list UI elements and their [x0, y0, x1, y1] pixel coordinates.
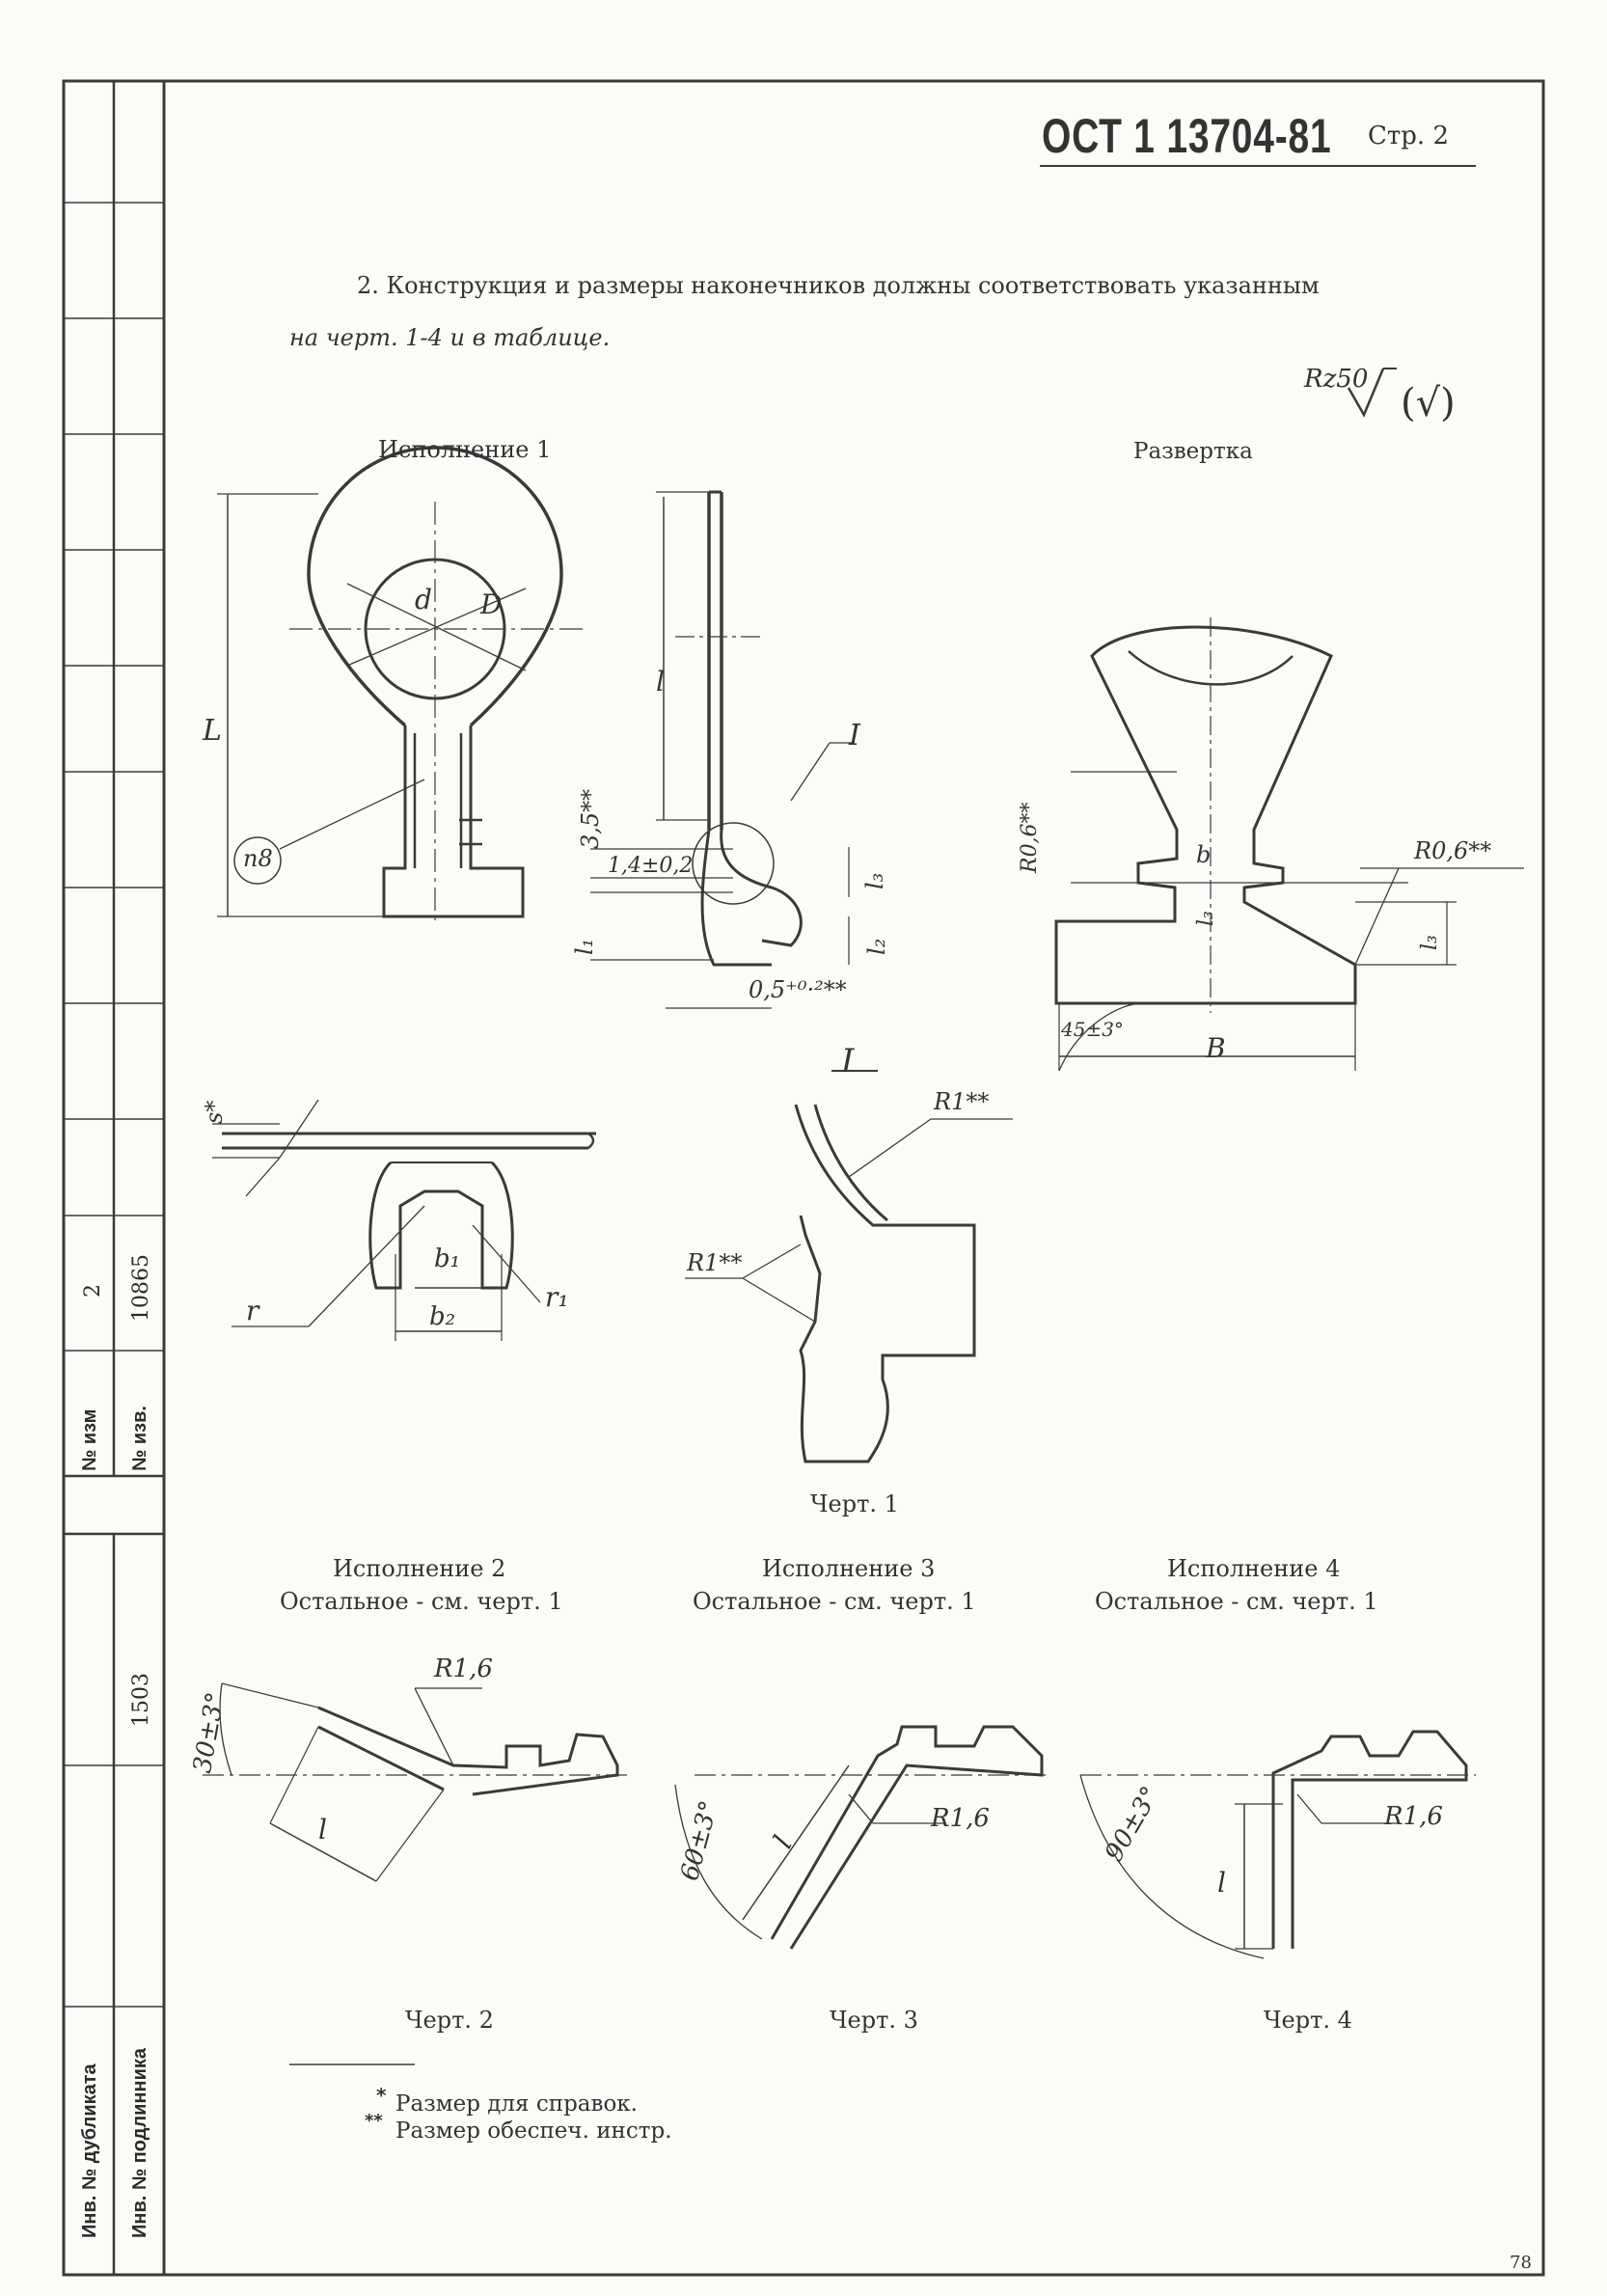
label-R06-a: R0,6** [1018, 802, 1042, 873]
dim-l: l [656, 666, 665, 697]
detail-I-title: I [841, 1042, 855, 1080]
roughness-symbol-label: Rz50 [1304, 365, 1369, 394]
angle-45: 45±3° [1061, 1018, 1124, 1041]
caption-fig2: Черт. 2 [405, 2007, 494, 2034]
caption-fig4: Черт. 4 [1264, 2007, 1352, 2034]
dim-l3-side: l₃ [861, 872, 888, 889]
stamp-dubl-label: Инв. № дубликата [79, 2064, 100, 2238]
dim-1-4: 1,4±0,2 [608, 854, 694, 878]
page-number: 78 [1510, 2253, 1532, 2273]
page-frame [62, 79, 1545, 2277]
variant-4-subtitle: Остальное - см. черт. 1 [1095, 1588, 1378, 1615]
development-view [1054, 617, 1524, 1072]
dim-b2: b₂ [429, 1302, 456, 1331]
terminal-front-view [217, 446, 588, 926]
dim-b: b [1196, 841, 1212, 868]
variant-3-subtitle: Остальное - см. черт. 1 [693, 1588, 976, 1615]
radius-fig2: R1,6 [434, 1654, 493, 1683]
stamp-izm-label: № изм [79, 1408, 100, 1471]
dim-B: B [1206, 1032, 1226, 1064]
dim-b1: b₁ [434, 1244, 461, 1273]
stamp-1503: 1503 [129, 1673, 153, 1727]
dim-D: D [480, 588, 503, 620]
detail-I-view [685, 1070, 1013, 1463]
caption-fig3: Черт. 3 [830, 2007, 918, 2034]
stamp-podl-label: Инв. № подлинника [129, 2047, 150, 2238]
dim-l-fig2: l [318, 1814, 327, 1845]
label-n8: п8 [243, 845, 273, 872]
label-R1-b: R1** [687, 1249, 743, 1276]
stamp-izv-label: № изв. [129, 1406, 150, 1471]
variant-2-subtitle: Остальное - см. черт. 1 [280, 1588, 563, 1615]
footnote-2: Размер обеспеч. инстр. [395, 2118, 672, 2144]
stamp-izv-value: 10865 [129, 1254, 153, 1322]
variant-4-view [1079, 1730, 1476, 1959]
variant-2-title: Исполнение 2 [333, 1555, 506, 1582]
dim-l1: l₁ [571, 938, 598, 955]
radius-fig4: R1,6 [1384, 1802, 1443, 1831]
dim-l-fig4: l [1217, 1867, 1226, 1899]
dim-3-5: 3,5** [577, 788, 604, 849]
dim-l3: l₃ [1194, 911, 1218, 926]
footnote-mark-1: * [376, 2084, 387, 2107]
roughness-paren: (√) [1401, 381, 1456, 425]
footnote-mark-2: ** [365, 2111, 383, 2131]
cross-section-view [212, 1099, 596, 1341]
variant-4-title: Исполнение 4 [1167, 1555, 1341, 1582]
caption-fig1: Черт. 1 [810, 1490, 899, 1517]
label-R06-b: R0,6** [1414, 837, 1492, 864]
terminal-side-view [590, 490, 854, 1009]
footnote-1: Размер для справок. [395, 2091, 638, 2117]
paragraph-line-1: 2. Конструкция и размеры наконечников до… [357, 272, 1320, 299]
detail-callout-I: I [849, 719, 860, 752]
label-R1-a: R1** [934, 1088, 990, 1115]
dim-s: s* [201, 1100, 228, 1124]
document-code: ОСТ 1 13704-81 [1042, 109, 1332, 163]
page-label: Стр. 2 [1368, 122, 1449, 150]
variant-3-view [674, 1725, 1051, 1950]
variant-2-view [203, 1682, 627, 1882]
dim-0-5: 0,5⁺⁰·²** [749, 976, 847, 1003]
label-r: r [246, 1295, 259, 1326]
variant-1-title: Исполнение 1 [378, 436, 552, 463]
variant-3-title: Исполнение 3 [762, 1555, 936, 1582]
dim-L: L [203, 714, 222, 748]
development-title: Развертка [1133, 439, 1253, 464]
stamp-izm-value: 2 [81, 1284, 105, 1298]
dim-l2: l₂ [863, 938, 890, 955]
label-r1: r₁ [545, 1281, 569, 1313]
radius-fig3: R1,6 [931, 1804, 990, 1833]
dim-l3-b: l₃ [1418, 935, 1442, 950]
paragraph-line-2: на черт. 1-4 и в таблице. [289, 324, 611, 351]
dim-d: d [415, 584, 432, 615]
